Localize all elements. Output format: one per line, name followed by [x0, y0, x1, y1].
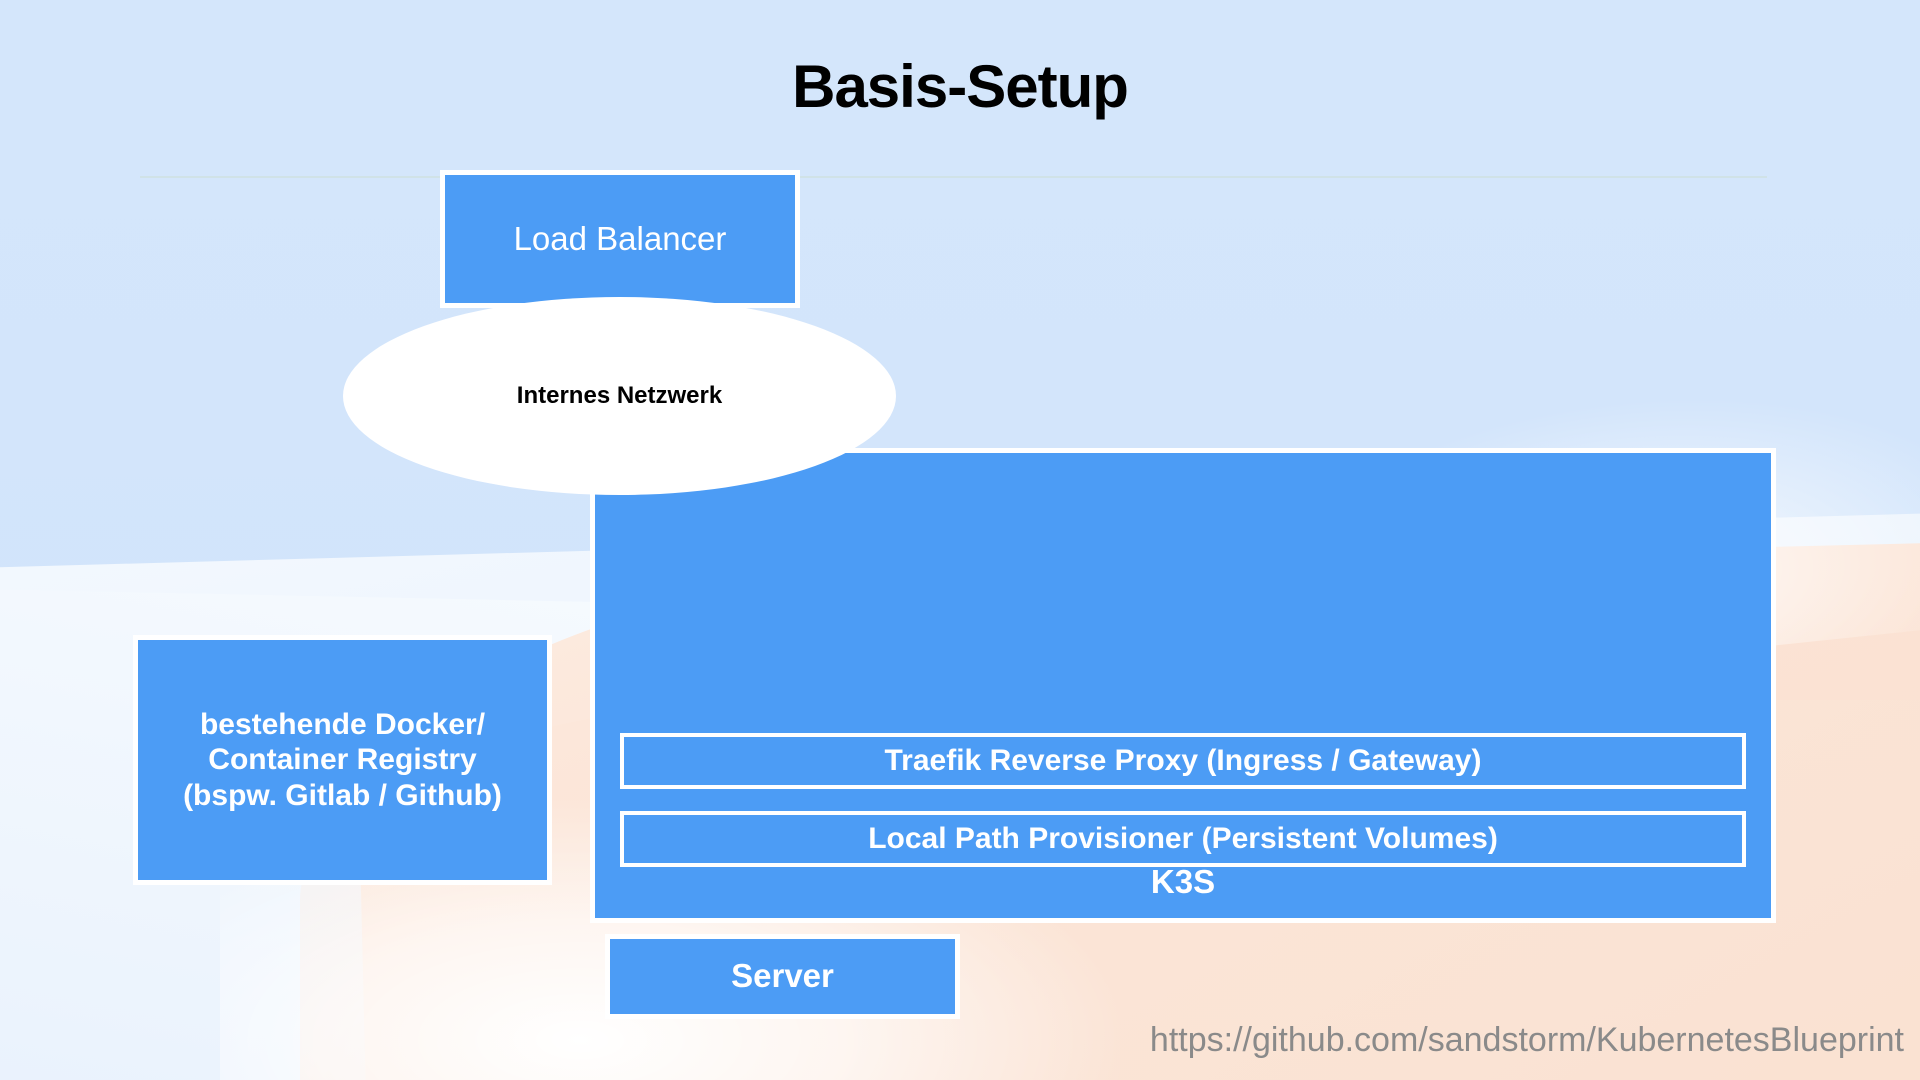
- node-container-registry: bestehende Docker/ Container Registry (b…: [133, 635, 552, 885]
- node-internal-network-label: Internes Netzwerk: [516, 382, 723, 409]
- footer-repository-url: https://github.com/sandstorm/KubernetesB…: [1149, 1021, 1904, 1059]
- node-container-registry-text: bestehende Docker/ Container Registry (b…: [183, 707, 502, 813]
- node-container-registry-line-3: (bspw. Gitlab / Github): [183, 778, 502, 812]
- node-internal-network: Internes Netzwerk: [343, 297, 896, 495]
- node-server-label: Server: [731, 957, 834, 995]
- header-divider: [140, 176, 1767, 178]
- page-title: Basis-Setup: [792, 53, 1129, 120]
- node-local-path-provisioner-label: Local Path Provisioner (Persistent Volum…: [868, 822, 1498, 856]
- node-k3s-label: K3S: [1150, 863, 1216, 901]
- node-traefik-reverse-proxy-label: Traefik Reverse Proxy (Ingress / Gateway…: [884, 744, 1482, 778]
- node-container-registry-line-2: Container Registry: [208, 743, 477, 777]
- node-container-registry-line-1: bestehende Docker/: [199, 707, 486, 741]
- node-traefik-reverse-proxy: Traefik Reverse Proxy (Ingress / Gateway…: [620, 733, 1746, 789]
- node-load-balancer-label: Load Balancer: [513, 219, 727, 257]
- node-server: Server: [605, 934, 960, 1019]
- node-k3s: Traefik Reverse Proxy (Ingress / Gateway…: [590, 448, 1776, 923]
- node-load-balancer: Load Balancer: [440, 170, 800, 308]
- node-local-path-provisioner: Local Path Provisioner (Persistent Volum…: [620, 811, 1746, 867]
